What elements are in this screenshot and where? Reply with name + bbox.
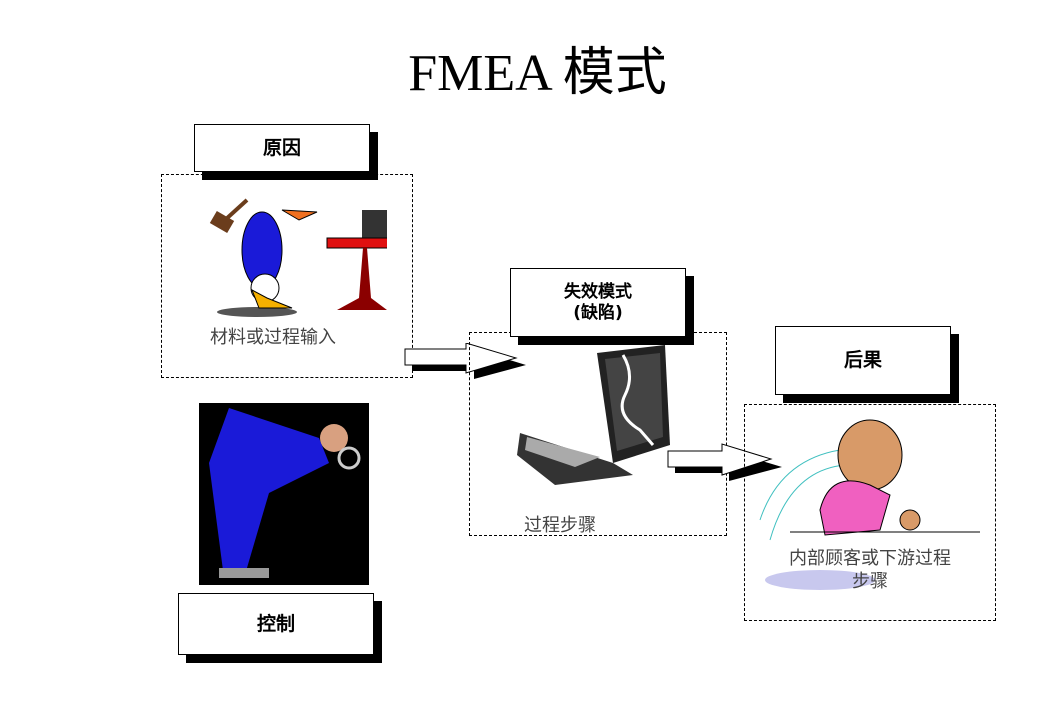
control-label: 控制	[178, 593, 374, 655]
failure-mode-caption: 过程步骤	[524, 515, 596, 536]
cause-caption: 材料或过程输入	[210, 327, 336, 348]
failure-mode-panel: 过程步骤	[469, 332, 727, 536]
effect-caption: 内部顾客或下游过程 步骤	[745, 547, 995, 593]
cause-label: 原因	[194, 124, 370, 172]
effect-caption-line1: 内部顾客或下游过程	[789, 548, 951, 569]
failure-mode-label-line1: 失效模式	[564, 282, 632, 303]
arrow-right-icon	[667, 443, 782, 481]
effect-caption-line2: 步骤	[852, 571, 888, 592]
laptop-illustration	[517, 345, 670, 485]
cause-panel: 材料或过程输入	[161, 174, 413, 378]
effect-panel: 内部顾客或下游过程 步骤	[744, 404, 996, 621]
page-title: FMEA 模式	[408, 45, 667, 102]
failure-mode-label: 失效模式 (缺陷)	[510, 268, 686, 337]
customer-illustration	[759, 419, 980, 590]
inspector-illustration	[199, 403, 369, 585]
failure-mode-label-line2: (缺陷)	[573, 302, 623, 323]
duck-and-computer-illustration	[209, 198, 387, 317]
effect-label: 后果	[775, 326, 951, 395]
